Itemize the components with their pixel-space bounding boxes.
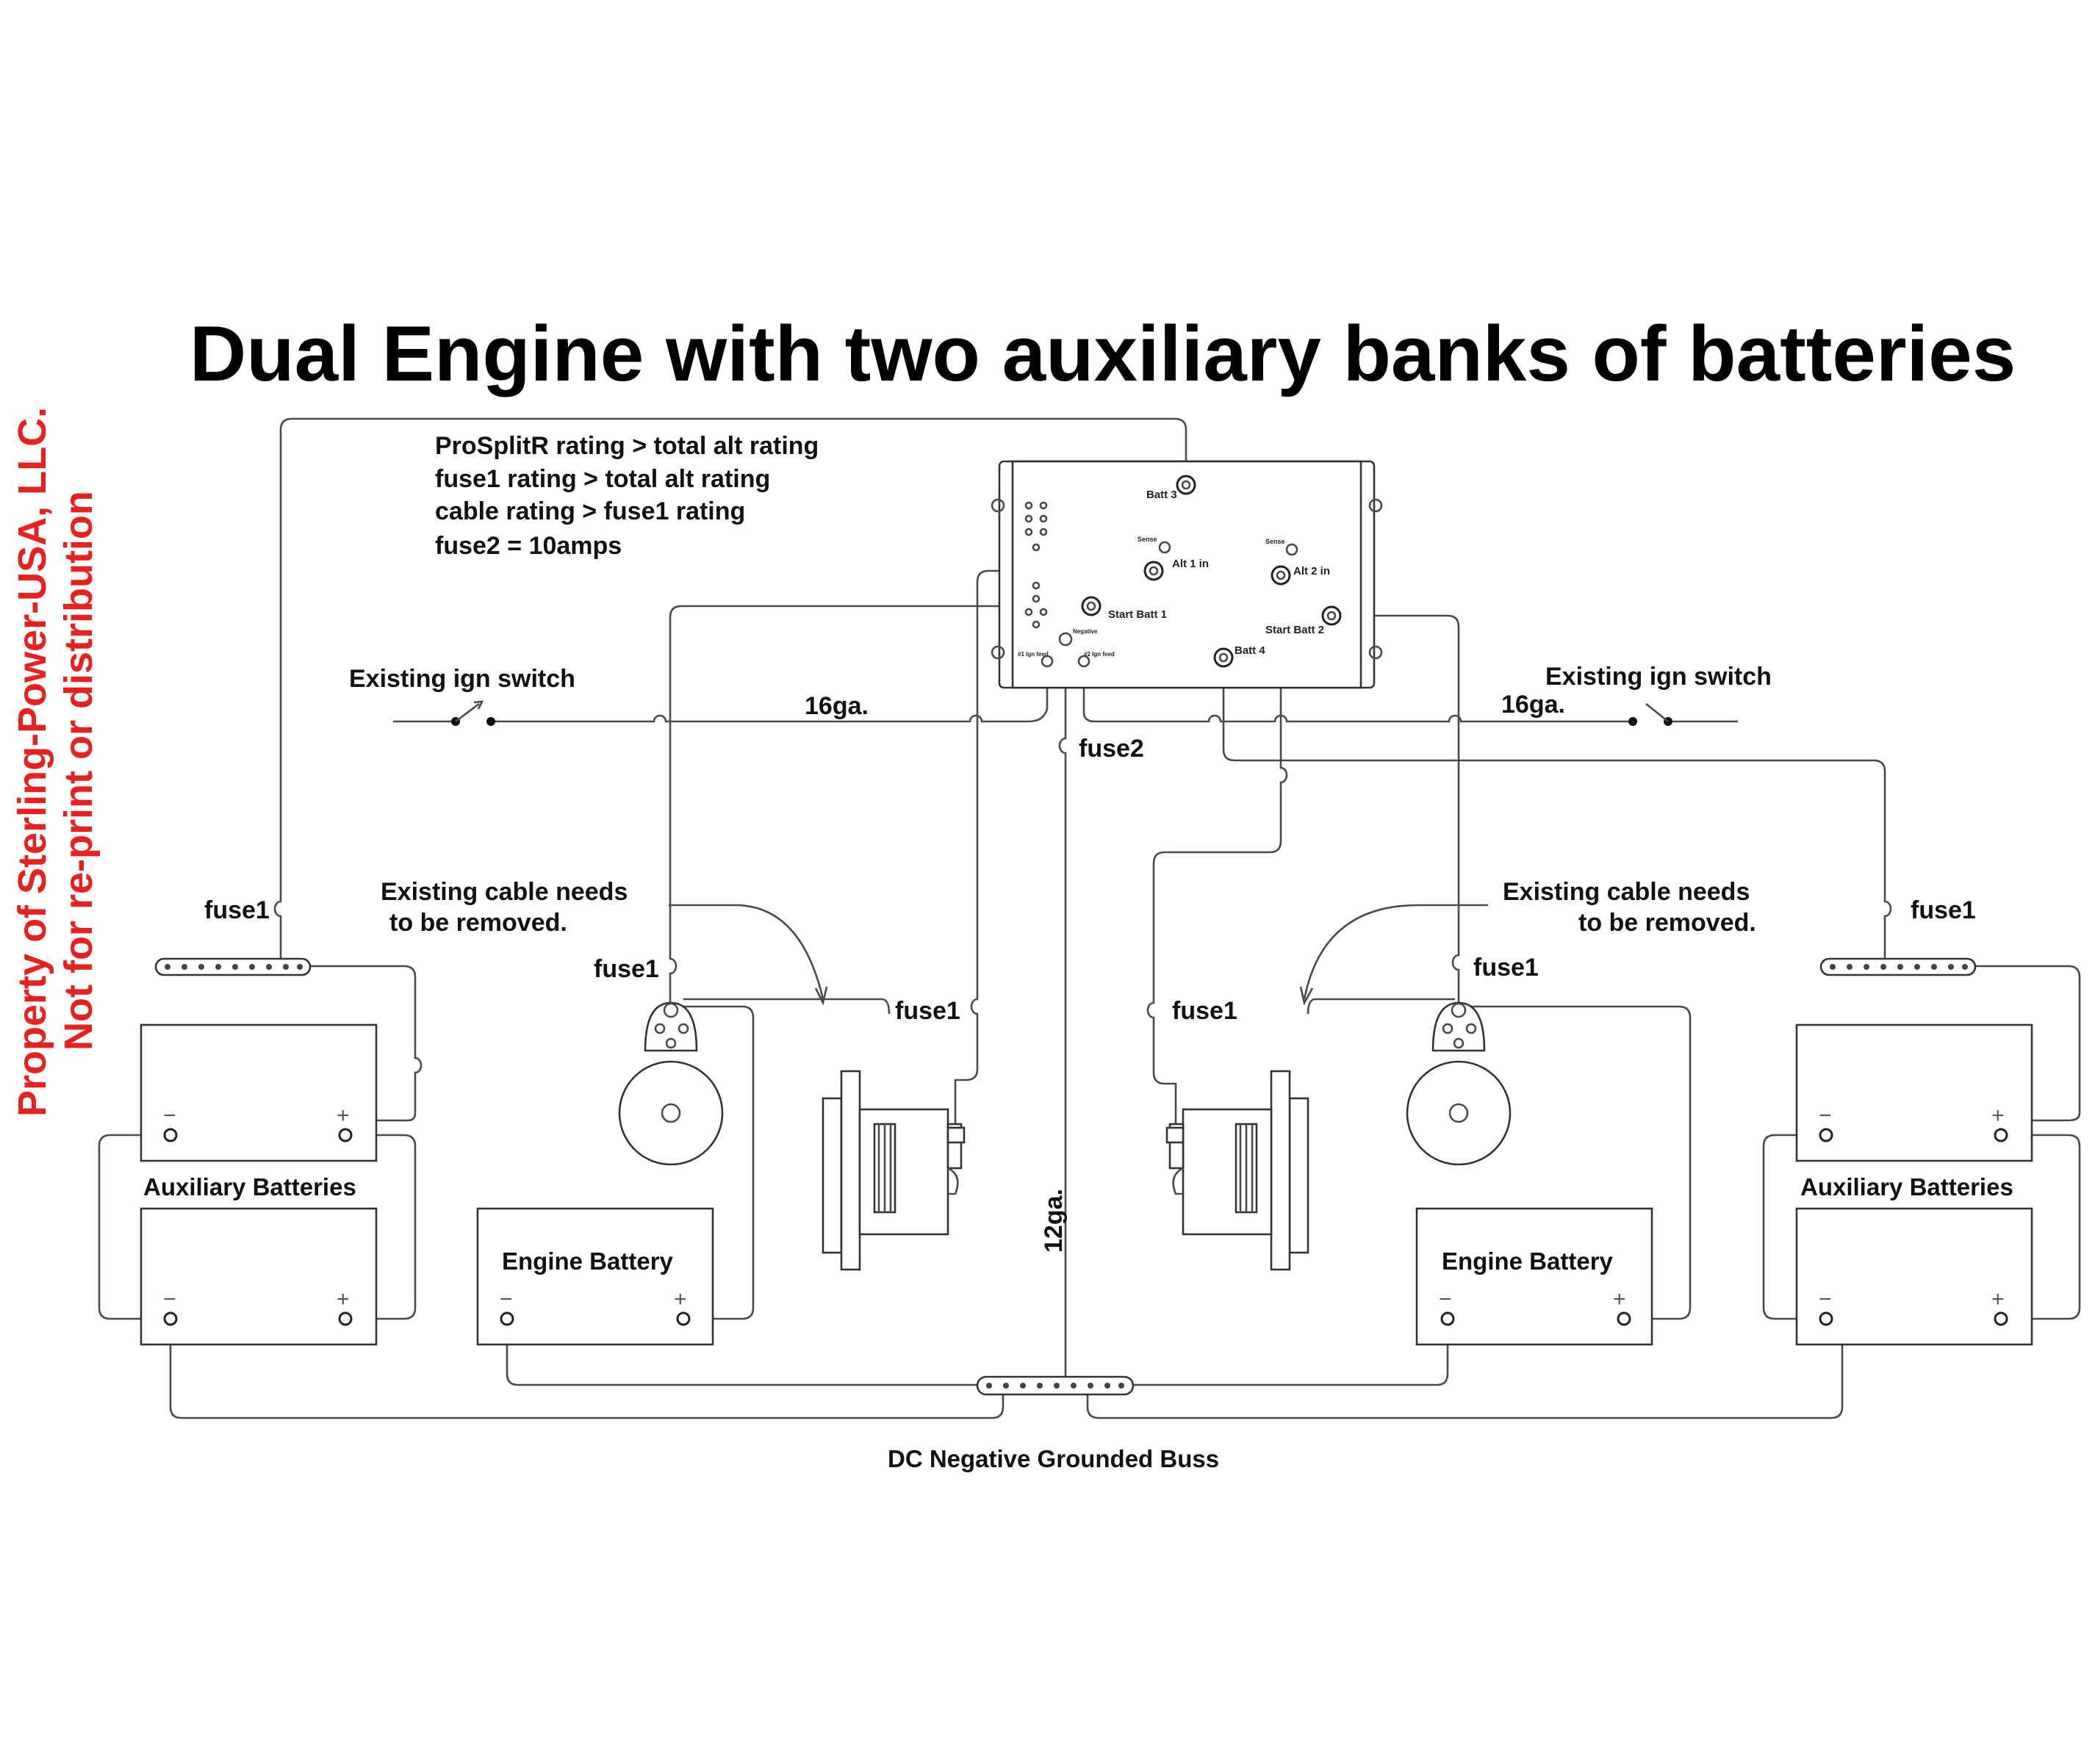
- fuse1-right-alt-label: fuse1: [1172, 997, 1237, 1025]
- right-engine-battery-label: Engine Battery: [1442, 1248, 1614, 1275]
- minus-sign: −: [163, 1104, 176, 1128]
- ign2-terminal-label: #2 Ign feed: [1084, 651, 1115, 658]
- right-aux-bus-bar: [1819, 957, 1977, 976]
- watermark-line2: Not for re-print or distribution: [57, 491, 101, 1051]
- left-alternator: [822, 1070, 966, 1271]
- minus-sign: −: [1819, 1104, 1832, 1128]
- left-aux-battery-bottom: − +: [140, 1207, 378, 1346]
- ign-switch-left: [451, 700, 495, 726]
- note-line-2: fuse1 rating > total alt rating: [435, 465, 770, 493]
- fuse1-left-aux-label: fuse1: [204, 896, 270, 924]
- diagram-title: Dual Engine with two auxiliary banks of …: [190, 309, 2016, 397]
- alt1-terminal-label: Alt 1 in: [1172, 558, 1209, 570]
- note-line-3: cable rating > fuse1 rating: [435, 497, 745, 525]
- right-alternator: [1165, 1070, 1309, 1271]
- right-aux-battery-top: − +: [1795, 1023, 2033, 1162]
- cable-remove-left-line2: to be removed.: [389, 909, 567, 937]
- cable-remove-right-line2: to be removed.: [1578, 909, 1756, 937]
- left-engine-battery: Engine Battery − +: [476, 1207, 714, 1346]
- fuse1-left-starter-label: fuse1: [594, 955, 659, 983]
- negative-terminal-label: Negative: [1073, 628, 1098, 635]
- batt4-terminal-label: Batt 4: [1235, 644, 1265, 657]
- right-aux-battery-bottom: − +: [1795, 1207, 2033, 1346]
- minus-sign: −: [163, 1287, 176, 1311]
- start1-terminal-label: Start Batt 1: [1108, 608, 1167, 621]
- minus-sign: −: [1439, 1287, 1452, 1311]
- watermark-line1: Property of Sterling-Power-USA, LLC.: [10, 407, 54, 1117]
- start2-terminal-label: Start Batt 2: [1265, 624, 1324, 636]
- left-aux-bus-bar: [154, 957, 312, 976]
- plus-sign: +: [674, 1287, 687, 1311]
- plus-sign: +: [1991, 1104, 2005, 1128]
- ign-switch-right: [1628, 702, 1672, 726]
- left-starter-motor: [618, 1001, 724, 1166]
- minus-sign: −: [500, 1287, 513, 1311]
- ign-switch-right-label: Existing ign switch: [1545, 663, 1772, 691]
- batt3-terminal-label: Batt 3: [1146, 489, 1177, 501]
- fuse1-right-starter-label: fuse1: [1473, 954, 1539, 982]
- fuse2-label: fuse2: [1079, 735, 1144, 763]
- ign1-terminal-label: #1 Ign feed: [1018, 651, 1049, 658]
- right-aux-batteries-label: Auxiliary Batteries: [1800, 1173, 2013, 1200]
- left-aux-batteries-label: Auxiliary Batteries: [143, 1173, 356, 1200]
- right-starter-motor: [1406, 1001, 1512, 1166]
- alt2-terminal-label: Alt 2 in: [1293, 565, 1330, 577]
- plus-sign: +: [1613, 1287, 1626, 1311]
- plus-sign: +: [337, 1104, 350, 1128]
- fuse1-left-alt-label: fuse1: [895, 997, 960, 1025]
- ground-buss-label: DC Negative Grounded Buss: [888, 1445, 1219, 1472]
- dc-negative-ground-buss: [976, 1375, 1135, 1396]
- gauge-16-left-label: 16ga.: [805, 692, 869, 720]
- right-engine-battery: Engine Battery − +: [1415, 1207, 1653, 1346]
- note-line-1: ProSplitR rating > total alt rating: [435, 432, 819, 460]
- cable-remove-left-line1: Existing cable needs: [381, 878, 628, 906]
- gauge-16-right-label: 16ga.: [1501, 691, 1565, 719]
- prosplitr-unit: Batt 3 Sense Sense Alt 1 in Alt 2 in Sta…: [991, 460, 1383, 689]
- wiring: [98, 417, 2081, 1419]
- sense1-label: Sense: [1138, 536, 1157, 543]
- left-aux-battery-top: − +: [140, 1023, 378, 1162]
- plus-sign: +: [337, 1287, 350, 1311]
- ign-switch-left-label: Existing ign switch: [349, 665, 575, 693]
- plus-sign: +: [1991, 1287, 2005, 1311]
- cable-remove-right-line1: Existing cable needs: [1503, 878, 1750, 906]
- gauge-12-label: 12ga.: [1040, 1189, 1068, 1253]
- minus-sign: −: [1819, 1287, 1832, 1311]
- left-engine-battery-label: Engine Battery: [502, 1248, 674, 1275]
- sense2-label: Sense: [1265, 538, 1285, 545]
- fuse1-right-aux-label: fuse1: [1911, 896, 1976, 924]
- note-line-4: fuse2 = 10amps: [435, 532, 622, 560]
